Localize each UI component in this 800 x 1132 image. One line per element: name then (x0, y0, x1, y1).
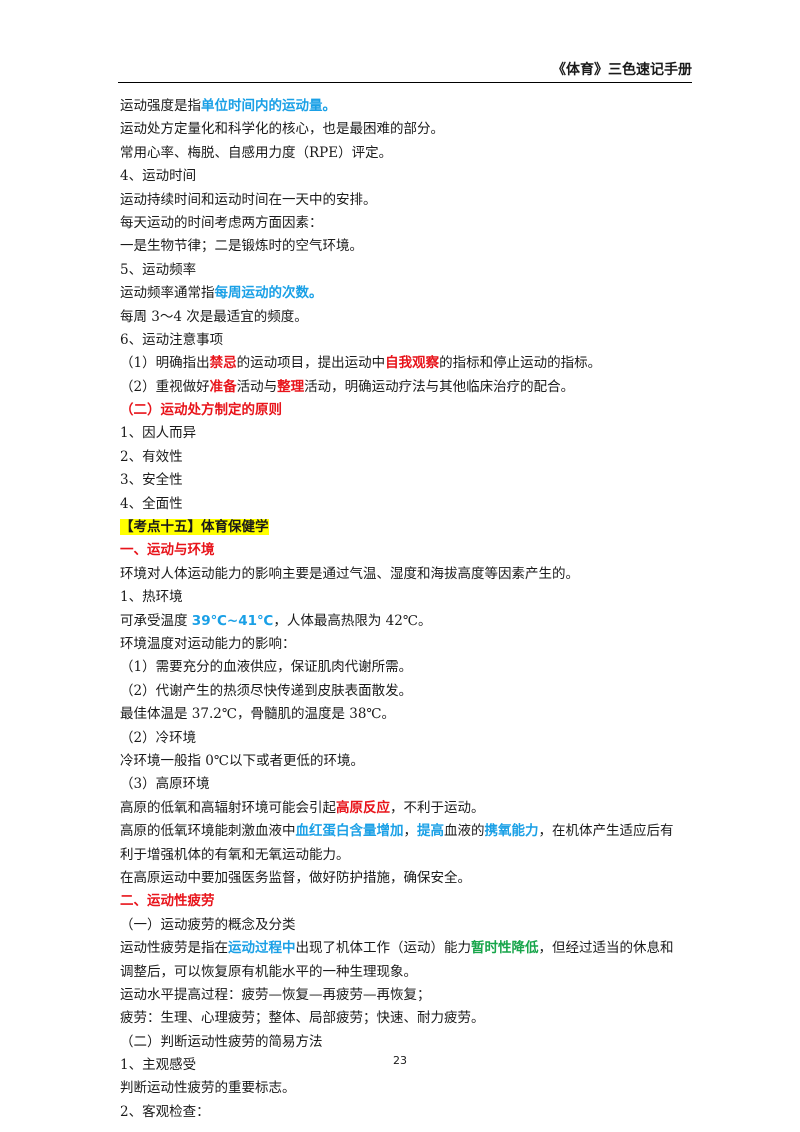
text-run: ， (403, 823, 418, 840)
section-heading: 一、运动与环境 (120, 542, 215, 559)
text-line: 高原的低氧和高辐射环境可能会引起高原反应，不利于运动。 (120, 797, 685, 820)
topic-heading-highlight: 【考点十五】体育保健学 (120, 519, 269, 536)
topic-heading: 【考点十五】体育保健学 (120, 516, 685, 539)
text-line: 疲劳：生理、心理疲劳；整体、局部疲劳；快速、耐力疲劳。 (120, 1010, 485, 1027)
text-run: 可承受温度 (120, 612, 192, 629)
highlight-red: 禁忌 (209, 355, 237, 372)
text-run: 高原的低氧环境能刺激血液中 (120, 823, 296, 840)
text-run: 运动强度是指 (120, 98, 201, 114)
text-line: 运动频率通常指每周运动的次数。 (120, 282, 685, 305)
text-line: 环境温度对运动能力的影响： (120, 635, 296, 652)
text-line: 1、主观感受 (120, 1057, 197, 1074)
text-line: 1、因人而异 (120, 425, 197, 442)
page-content: 运动强度是指单位时间内的运动量。 运动处方定量化和科学化的核心，也是最困难的部分… (120, 95, 685, 1124)
text-run: ，在机体产生适应后有利于增强机体的有氧和无氧运动能力。 (120, 823, 674, 863)
text-line: （2）重视做好准备活动与整理活动，明确运动疗法与其他临床治疗的配合。 (120, 376, 685, 399)
text-line: 运动处方定量化和科学化的核心，也是最困难的部分。 (120, 121, 444, 138)
text-line: 常用心率、梅脱、自感用力度（RPE）评定。 (120, 144, 393, 161)
text-run: 运动性疲劳是指在 (120, 940, 228, 957)
text-line: （1）需要充分的血液供应，保证肌肉代谢所需。 (120, 659, 413, 676)
text-line: 4、全面性 (120, 495, 183, 512)
text-line: 6、运动注意事项 (120, 331, 224, 348)
text-line: 一是生物节律；二是锻炼时的空气环境。 (120, 238, 363, 255)
text-line: （2）代谢产生的热须尽快传递到皮肤表面散发。 (120, 682, 413, 699)
text-line: 2、有效性 (120, 448, 183, 465)
text-run: 出现了机体工作（运动）能力 (295, 940, 472, 957)
text-run: 活动与 (236, 378, 278, 395)
text-run: 运动频率通常指 (120, 285, 215, 302)
text-paragraph: 高原的低氧环境能刺激血液中血红蛋白含量增加，提高血液的携氧能力，在机体产生适应后… (120, 820, 682, 867)
text-line: （3）高原环境 (120, 776, 210, 793)
highlight-green: 暂时性降低 (471, 940, 539, 957)
page-header: 《体育》三色速记手册 (118, 60, 692, 83)
text-line: 每周 3～4 次是最适宜的频度。 (120, 308, 308, 325)
text-line: 运动强度是指单位时间内的运动量。 (120, 95, 685, 118)
text-line: （一）运动疲劳的概念及分类 (120, 916, 296, 933)
highlight-blue: 单位时间内的运动量。 (201, 98, 336, 114)
text-run: 高原的低氧和高辐射环境可能会引起 (120, 799, 336, 816)
highlight-red: 整理 (277, 378, 305, 395)
text-line: 2、客观检查： (120, 1103, 210, 1120)
text-line: 判断运动性疲劳的重要标志。 (120, 1080, 296, 1097)
highlight-blue: 携氧能力 (484, 823, 539, 840)
text-run: 活动，明确运动疗法与其他临床治疗的配合。 (304, 378, 575, 395)
highlight-blue: 39℃~41℃ (191, 612, 274, 629)
text-line: 环境对人体运动能力的影响主要是通过气温、湿度和海拔高度等因素产生的。 (120, 565, 579, 582)
text-run: ，人体最高热限为 42℃。 (273, 612, 432, 629)
text-line: 可承受温度 39℃~41℃，人体最高热限为 42℃。 (120, 610, 685, 633)
text-line: 最佳体温是 37.2℃，骨髓肌的温度是 38℃。 (120, 706, 396, 723)
text-line: （1）明确指出禁忌的运动项目，提出运动中自我观察的指标和停止运动的指标。 (120, 352, 685, 375)
header-title: 《体育》三色速记手册 (552, 62, 692, 78)
text-run: 的运动项目，提出运动中 (236, 355, 386, 372)
highlight-red: 准备 (209, 378, 237, 395)
page-number: 23 (393, 1054, 407, 1067)
text-line: （二）判断运动性疲劳的简易方法 (120, 1033, 323, 1050)
highlight-red: 自我观察 (385, 355, 440, 372)
highlight-blue: 提高 (417, 823, 444, 840)
text-run: （2）重视做好 (120, 378, 210, 395)
highlight-blue: 血红蛋白含量增加 (295, 823, 404, 840)
highlight-blue: 运动过程中 (228, 940, 296, 957)
text-line: 4、运动时间 (120, 168, 197, 185)
text-line: 1、热环境 (120, 589, 183, 606)
text-run: ，不利于运动。 (390, 799, 485, 816)
text-run: 的指标和停止运动的指标。 (439, 355, 602, 372)
highlight-blue: 每周运动的次数。 (214, 285, 323, 302)
section-heading: （二）运动处方制定的原则 (120, 402, 282, 419)
text-line: 运动持续时间和运动时间在一天中的安排。 (120, 191, 377, 208)
text-run: ，但经过适当的休息和调整后，可以恢复原有机能水平的一种生理现象。 (120, 940, 674, 980)
highlight-red: 高原反应 (336, 799, 390, 816)
section-heading: 二、运动性疲劳 (120, 893, 215, 910)
text-line: 冷环境一般指 0℃以下或者更低的环境。 (120, 752, 364, 769)
text-paragraph: 运动性疲劳是指在运动过程中出现了机体工作（运动）能力暂时性降低，但经过适当的休息… (120, 937, 682, 984)
text-line: 5、运动频率 (120, 261, 197, 278)
text-line: （2）冷环境 (120, 729, 197, 746)
text-line: 在高原运动中要加强医务监督，做好防护措施，确保安全。 (120, 869, 471, 886)
text-run: （1）明确指出 (120, 355, 210, 372)
text-line: 运动水平提高过程：疲劳—恢复—再疲劳—再恢复； (120, 986, 431, 1003)
text-line: 3、安全性 (120, 472, 183, 489)
text-run: 血液的 (444, 823, 485, 840)
text-line: 每天运动的时间考虑两方面因素： (120, 214, 323, 231)
